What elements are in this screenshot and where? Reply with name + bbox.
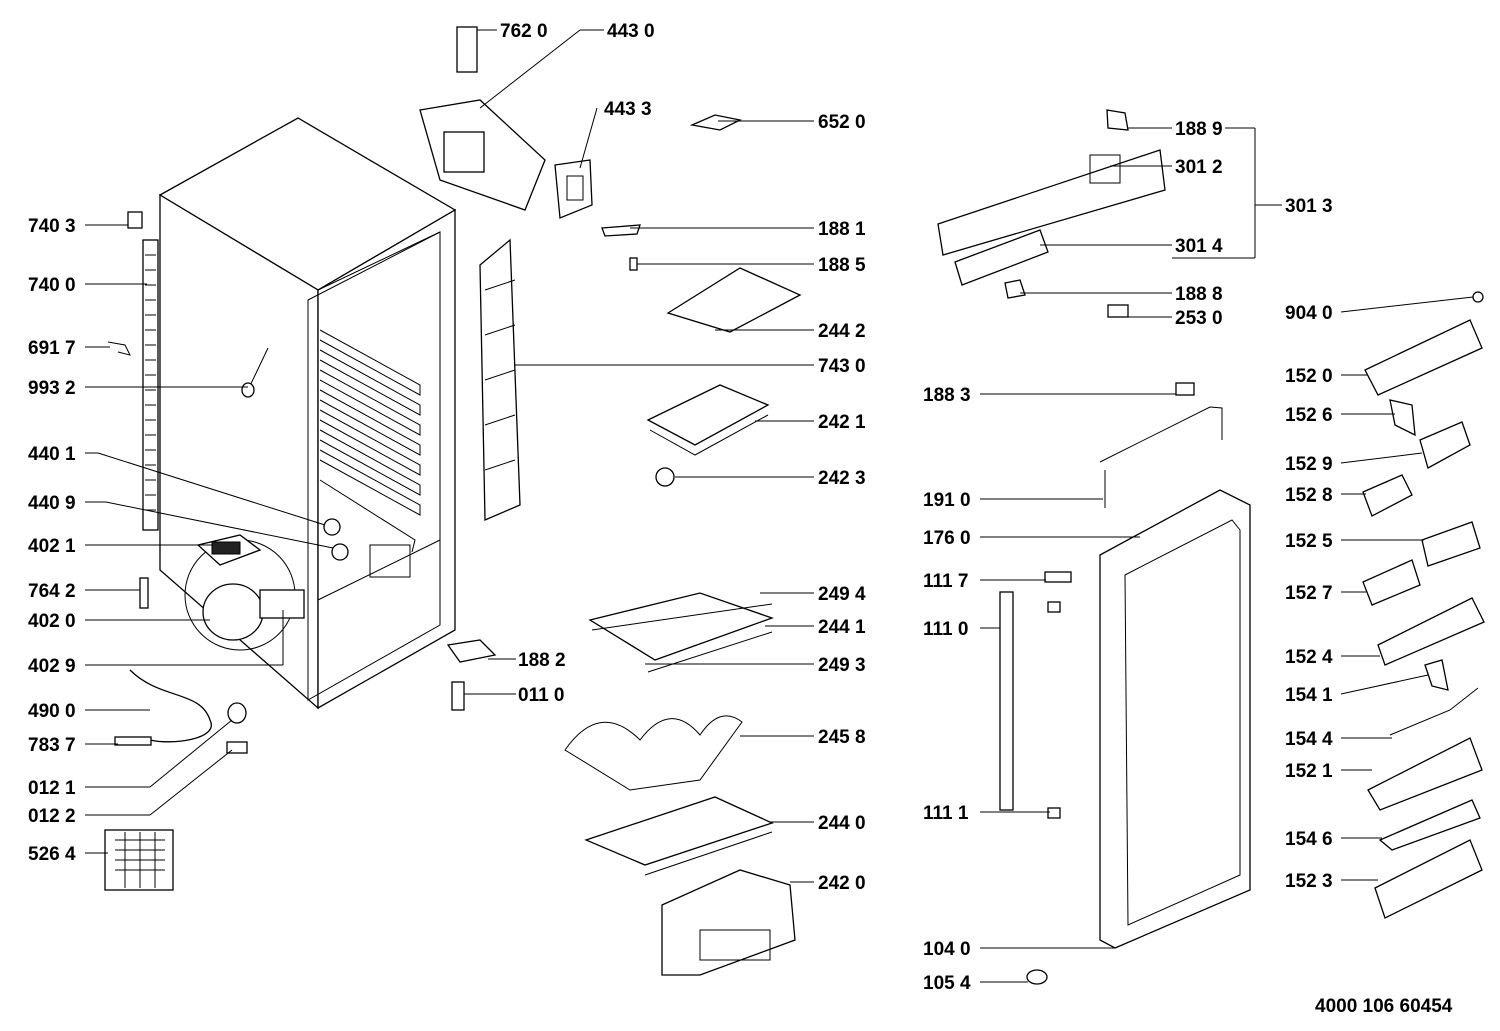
part-label-105-4: 105 4 — [923, 973, 971, 994]
part-label-188-8: 188 8 — [1175, 284, 1223, 305]
shelves-drawing — [446, 224, 802, 976]
part-label-249-3: 249 3 — [818, 655, 866, 676]
part-label-188-2: 188 2 — [518, 650, 566, 671]
part-label-740-0: 740 0 — [28, 275, 76, 296]
part-label-301-2: 301 2 — [1175, 157, 1223, 178]
cabinet-drawing — [158, 117, 457, 710]
part-label-152-1: 152 1 — [1285, 761, 1333, 782]
part-label-301-3: 301 3 — [1285, 196, 1333, 217]
part-label-740-3: 740 3 — [28, 216, 76, 237]
part-label-652-0: 652 0 — [818, 112, 866, 133]
compressor-drawing — [104, 534, 305, 891]
part-label-011-0: 011 0 — [518, 685, 565, 706]
part-label-743-0: 743 0 — [818, 356, 866, 377]
part-label-188-5: 188 5 — [818, 255, 866, 276]
part-label-111-1: 111 1 — [923, 803, 969, 824]
part-label-244-1: 244 1 — [818, 617, 866, 638]
part-label-301-4: 301 4 — [1175, 236, 1223, 257]
part-label-154-6: 154 6 — [1285, 829, 1333, 850]
part-label-104-0: 104 0 — [923, 939, 971, 960]
door-bins-drawing — [1362, 291, 1485, 919]
part-label-152-6: 152 6 — [1285, 405, 1333, 426]
part-label-526-4: 526 4 — [28, 844, 76, 865]
part-label-152-9: 152 9 — [1285, 454, 1333, 475]
part-label-012-1: 012 1 — [28, 778, 76, 799]
part-label-244-0: 244 0 — [818, 813, 866, 834]
part-label-764-2: 764 2 — [28, 581, 76, 602]
part-label-152-8: 152 8 — [1285, 485, 1333, 506]
part-label-691-7: 691 7 — [28, 338, 76, 359]
part-label-154-4: 154 4 — [1285, 729, 1333, 750]
part-label-188-1: 188 1 — [818, 219, 866, 240]
part-label-111-0: 111 0 — [923, 619, 968, 640]
part-label-253-0: 253 0 — [1175, 308, 1223, 329]
part-label-152-3: 152 3 — [1285, 871, 1333, 892]
part-label-993-2: 993 2 — [28, 378, 76, 399]
part-label-152-4: 152 4 — [1285, 647, 1333, 668]
part-label-012-2: 012 2 — [28, 806, 76, 827]
part-label-152-7: 152 7 — [1285, 583, 1333, 604]
callout-labels: 762 0 443 0 443 3 652 0 740 3 740 0 691 … — [28, 21, 1453, 1017]
part-label-188-3: 188 3 — [923, 385, 971, 406]
condenser-drawing — [107, 211, 269, 609]
part-label-402-0: 402 0 — [28, 611, 76, 632]
part-label-176-0: 176 0 — [923, 528, 971, 549]
part-label-111-7: 111 7 — [923, 571, 968, 592]
door-drawing — [937, 109, 1251, 985]
part-label-152-5: 152 5 — [1285, 531, 1333, 552]
part-label-249-4: 249 4 — [818, 584, 866, 605]
part-label-762-0: 762 0 — [500, 21, 548, 42]
drawing-number: 4000 106 60454 — [1315, 996, 1453, 1017]
part-label-783-7: 783 7 — [28, 735, 76, 756]
part-label-188-9: 188 9 — [1175, 119, 1223, 140]
part-label-242-3: 242 3 — [818, 468, 866, 489]
part-label-154-1: 154 1 — [1285, 685, 1333, 706]
part-label-443-0: 443 0 — [607, 21, 655, 42]
part-label-242-1: 242 1 — [818, 412, 866, 433]
part-label-402-1: 402 1 — [28, 536, 76, 557]
part-label-244-2: 244 2 — [818, 321, 866, 342]
part-label-443-3: 443 3 — [604, 99, 652, 120]
leader-lines — [85, 29, 1474, 983]
part-label-490-0: 490 0 — [28, 701, 76, 722]
door-shelf-drawing — [479, 238, 521, 521]
part-label-904-0: 904 0 — [1285, 303, 1333, 324]
part-label-245-8: 245 8 — [818, 727, 866, 748]
control-unit-drawing — [419, 26, 742, 219]
part-label-242-0: 242 0 — [818, 873, 866, 894]
part-label-152-0: 152 0 — [1285, 366, 1333, 387]
part-label-440-1: 440 1 — [28, 444, 76, 465]
part-label-440-9: 440 9 — [28, 493, 76, 514]
part-label-402-9: 402 9 — [28, 656, 76, 677]
part-label-191-0: 191 0 — [923, 490, 971, 511]
